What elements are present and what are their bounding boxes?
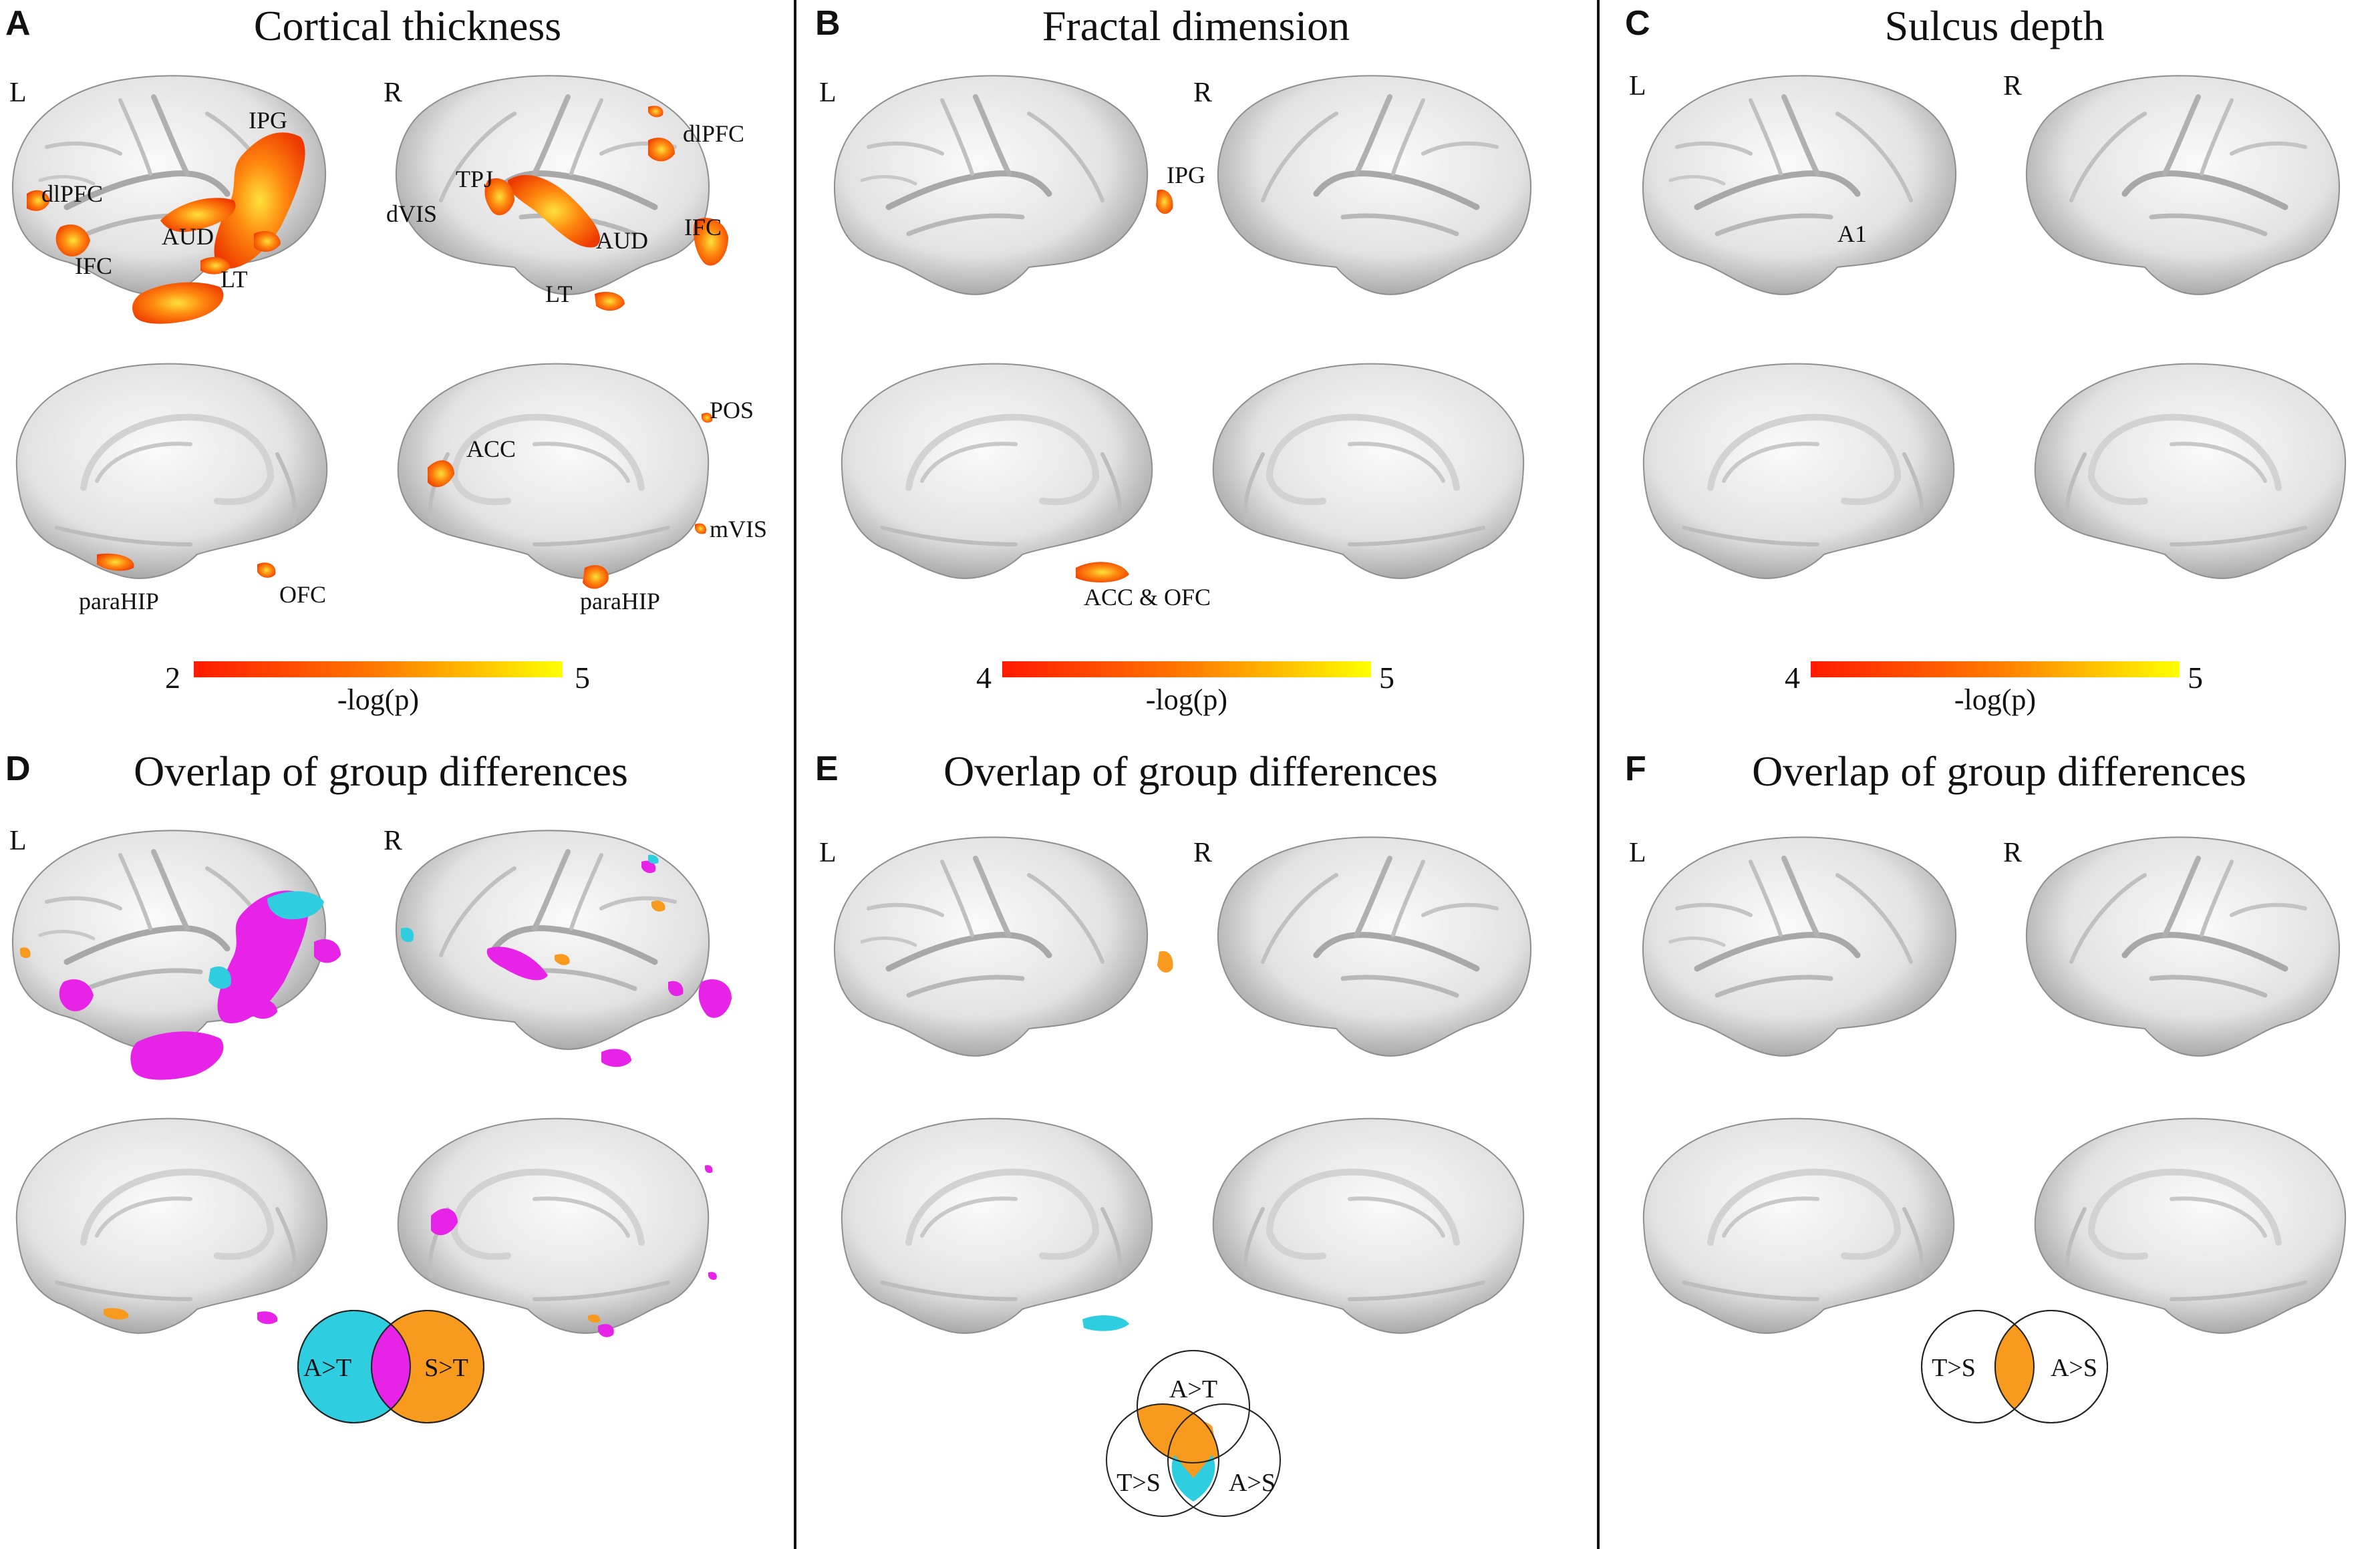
region-label: IPG (1167, 162, 1205, 188)
venn-label: A>T (1169, 1375, 1217, 1403)
brain-medial-left (1644, 1119, 1954, 1333)
venn-diagram: A>T S>T (297, 1310, 484, 1423)
region-label: ACC (466, 436, 516, 462)
colorbar-min: 4 (976, 661, 992, 695)
venn-label: A>S (1229, 1469, 1276, 1497)
brain-medial-right (1213, 1119, 1523, 1333)
hemisphere-left-label: L (1629, 838, 1646, 868)
colorbar-min: 2 (165, 661, 180, 695)
panel-title: Overlap of group differences (943, 747, 1438, 795)
venn-label: A>T (303, 1354, 351, 1382)
region-label: mVIS (710, 516, 767, 542)
brain-medial-left (17, 364, 327, 578)
venn-label: S>T (424, 1354, 468, 1382)
hemisphere-left-label: L (9, 77, 27, 108)
hemisphere-left-label: L (9, 826, 27, 856)
panel-title: Overlap of group differences (134, 747, 628, 795)
hemisphere-right-label: R (2003, 838, 2022, 868)
panel-letter: E (815, 749, 839, 788)
brain-medial-left (842, 1119, 1152, 1333)
colorbar-max: 5 (2188, 661, 2203, 695)
colorbar-label: -log(p) (337, 683, 419, 716)
region-label: IPG (249, 107, 287, 134)
panel-f: F Overlap of group differences L R T>S A… (1625, 747, 2345, 1423)
hemisphere-right-label: R (384, 77, 402, 108)
region-label: dlPFC (683, 120, 744, 147)
region-label: LT (220, 266, 248, 293)
brain-medial-right (1213, 364, 1523, 578)
region-label: POS (710, 397, 754, 423)
panel-c: C Sulcus depth L R A1 4 5 -log(p) (1625, 2, 2345, 716)
brain-lateral-right (2027, 75, 2339, 294)
panel-title: Fractal dimension (1042, 2, 1350, 49)
region-label: ACC & OFC (1084, 584, 1211, 611)
colorbar (1002, 661, 1371, 677)
brain-medial-left (842, 364, 1152, 578)
venn-diagram: A>T T>S A>S (1106, 1350, 1281, 1517)
region-label: dlPFC (41, 180, 103, 207)
venn-label: T>S (1117, 1469, 1161, 1497)
region-label: TPJ (456, 166, 493, 192)
brain-lateral-left (835, 837, 1147, 1055)
region-label: paraHIP (580, 588, 660, 615)
heat-overlay (27, 132, 305, 324)
panel-title: Cortical thickness (254, 2, 561, 49)
region-label: OFC (279, 581, 326, 608)
brain-lateral-right (1218, 837, 1531, 1055)
heat-overlay (1076, 189, 1173, 582)
region-label: A1 (1837, 220, 1867, 247)
panel-letter: A (5, 4, 31, 43)
panel-letter: D (5, 749, 31, 788)
brain-lateral-right (2027, 837, 2339, 1055)
colorbar-min: 4 (1785, 661, 1800, 695)
brain-lateral-left (1643, 75, 1956, 294)
colorbar-label: -log(p) (1146, 683, 1227, 716)
venn-label: A>S (2051, 1354, 2097, 1382)
region-label: AUD (596, 227, 648, 254)
panel-letter: C (1625, 4, 1650, 43)
brain-lateral-left (835, 75, 1147, 294)
colorbar (1811, 661, 2180, 677)
brain-medial-left (1644, 364, 1954, 578)
hemisphere-left-label: L (819, 77, 837, 108)
panel-letter: B (815, 4, 841, 43)
heat-overlay (484, 106, 728, 311)
overlap-overlay (1082, 951, 1173, 1331)
region-label: IFC (684, 214, 722, 240)
panel-a: A Cortical thickness L R (5, 2, 767, 716)
hemisphere-left-label: L (1629, 71, 1646, 102)
panel-title: Overlap of group differences (1752, 747, 2246, 795)
brain-medial-right (2035, 1119, 2345, 1333)
colorbar-label: -log(p) (1954, 683, 2036, 716)
venn-diagram: T>S A>S (1921, 1310, 2108, 1423)
brain-lateral-right (396, 830, 709, 1049)
brain-lateral-left (1643, 837, 1956, 1055)
panel-b: B Fractal dimension L R IPG ACC & OFC 4 … (815, 2, 1531, 716)
panel-d: D Overlap of group differences L R (5, 747, 732, 1423)
brain-medial-right (2035, 364, 2345, 578)
overlap-overlay (20, 854, 732, 1337)
colorbar-max: 5 (575, 661, 590, 695)
region-label: LT (545, 281, 573, 307)
region-label: AUD (162, 223, 214, 250)
brain-medial-left (17, 1119, 327, 1333)
heat-overlay (97, 413, 713, 589)
region-label: dVIS (386, 200, 437, 227)
panel-letter: F (1625, 749, 1646, 788)
region-label: IFC (75, 252, 112, 279)
colorbar-max: 5 (1379, 661, 1394, 695)
hemisphere-left-label: L (819, 838, 837, 868)
colorbar (194, 661, 563, 677)
hemisphere-right-label: R (384, 826, 402, 856)
panel-e: E Overlap of group differences L R (815, 747, 1531, 1517)
panel-title: Sulcus depth (1885, 2, 2105, 49)
region-label: paraHIP (79, 588, 159, 615)
hemisphere-right-label: R (2003, 71, 2022, 102)
brain-lateral-right (1218, 75, 1531, 294)
hemisphere-right-label: R (1193, 838, 1212, 868)
venn-label: T>S (1932, 1354, 1976, 1382)
hemisphere-right-label: R (1193, 77, 1212, 108)
